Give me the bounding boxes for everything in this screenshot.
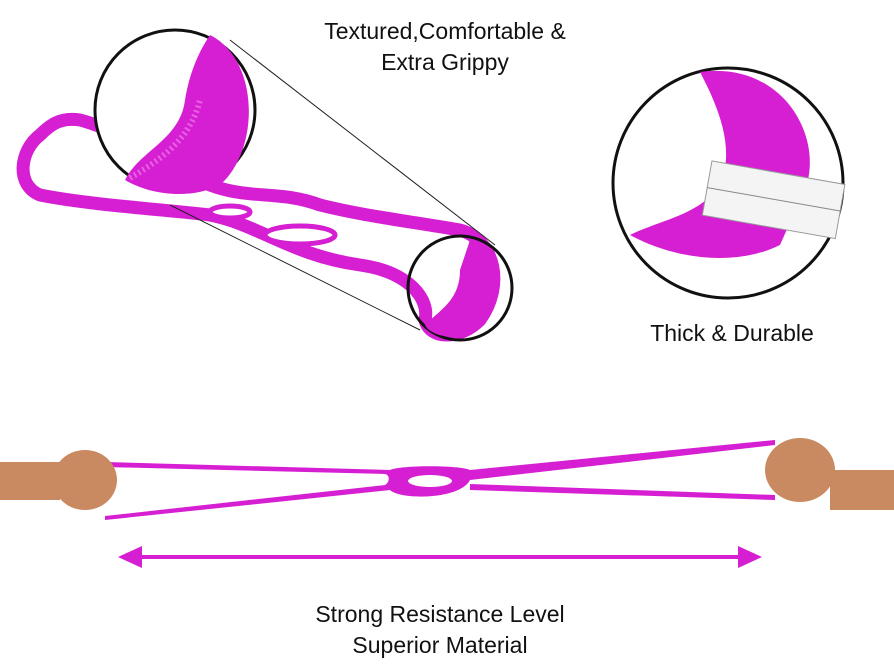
band-hole-right bbox=[262, 223, 338, 247]
strength-caption-line2: Superior Material bbox=[352, 632, 528, 658]
band-hole-left bbox=[207, 203, 253, 221]
strength-caption: Strong Resistance Level Superior Materia… bbox=[250, 599, 630, 661]
texture-magnifier bbox=[93, 28, 257, 195]
zoom-line bbox=[229, 39, 496, 246]
right-hand bbox=[765, 438, 894, 510]
texture-caption: Textured,Comfortable & Extra Grippy bbox=[280, 16, 610, 78]
strength-caption-line1: Strong Resistance Level bbox=[315, 601, 565, 627]
double-arrow-icon bbox=[118, 546, 762, 568]
thick-caption: Thick & Durable bbox=[650, 320, 814, 346]
zoom-line bbox=[169, 204, 421, 331]
small-magnifier bbox=[406, 234, 514, 342]
left-hand bbox=[0, 450, 117, 510]
texture-caption-line2: Extra Grippy bbox=[381, 49, 509, 75]
thickness-magnifier bbox=[611, 66, 846, 300]
stretched-band bbox=[105, 440, 775, 520]
texture-caption-line1: Textured,Comfortable & bbox=[324, 18, 566, 44]
band-outline bbox=[16, 112, 501, 342]
band-product bbox=[16, 112, 501, 342]
ruler-icon bbox=[701, 160, 846, 240]
